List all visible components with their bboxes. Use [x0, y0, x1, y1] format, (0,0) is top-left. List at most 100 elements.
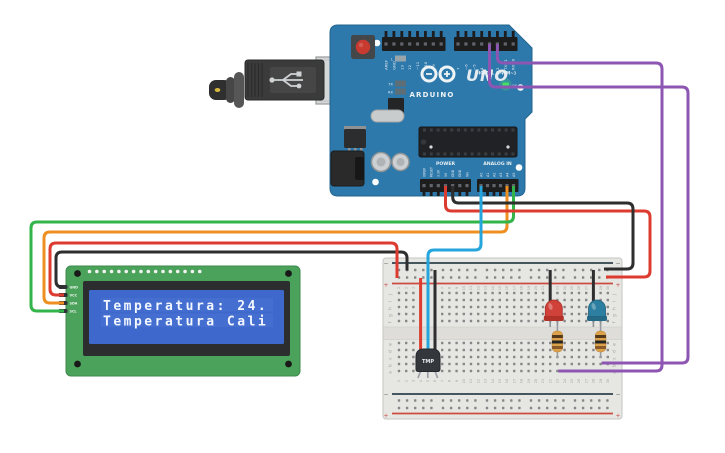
breadboard-hole[interactable]: [541, 369, 545, 373]
breadboard-hole[interactable]: [441, 341, 444, 345]
breadboard-hole[interactable]: [397, 319, 401, 323]
breadboard-hole[interactable]: [455, 305, 458, 309]
breadboard-hole[interactable]: [606, 298, 609, 302]
breadboard-hole[interactable]: [441, 369, 444, 373]
breadboard-hole[interactable]: [458, 268, 461, 272]
breadboard-hole[interactable]: [462, 348, 465, 352]
breadboard-hole[interactable]: [520, 319, 523, 323]
breadboard-hole[interactable]: [585, 348, 588, 352]
breadboard-hole[interactable]: [441, 355, 444, 359]
breadboard-hole[interactable]: [397, 348, 401, 352]
breadboard-hole[interactable]: [581, 406, 585, 410]
breadboard-hole[interactable]: [441, 305, 444, 309]
breadboard-hole[interactable]: [412, 305, 415, 309]
breadboard-hole[interactable]: [477, 362, 480, 366]
breadboard-hole[interactable]: [577, 312, 581, 316]
breadboard-hole[interactable]: [448, 298, 451, 302]
breadboard-hole[interactable]: [537, 399, 541, 402]
breadboard-hole[interactable]: [477, 355, 480, 359]
header-pin[interactable]: [472, 42, 476, 46]
breadboard-hole[interactable]: [537, 276, 541, 279]
breadboard-hole[interactable]: [455, 362, 458, 366]
breadboard-hole[interactable]: [469, 355, 473, 359]
blue-led-body[interactable]: [588, 299, 606, 317]
breadboard-hole[interactable]: [592, 362, 595, 366]
breadboard-hole[interactable]: [554, 406, 557, 410]
breadboard-hole[interactable]: [606, 305, 609, 309]
breadboard-hole[interactable]: [529, 399, 533, 402]
breadboard-hole[interactable]: [477, 298, 480, 302]
breadboard-hole[interactable]: [405, 298, 408, 302]
breadboard-hole[interactable]: [441, 268, 445, 272]
breadboard-hole[interactable]: [455, 319, 458, 323]
breadboard-hole[interactable]: [570, 362, 573, 366]
breadboard-hole[interactable]: [598, 276, 601, 279]
header-pin[interactable]: [464, 42, 468, 46]
breadboard-hole[interactable]: [430, 276, 433, 279]
header-pin[interactable]: [479, 184, 483, 188]
header-pin[interactable]: [384, 42, 388, 46]
breadboard-hole[interactable]: [477, 305, 480, 309]
breadboard-hole[interactable]: [546, 268, 549, 272]
breadboard-hole[interactable]: [590, 406, 593, 410]
breadboard-hole[interactable]: [449, 268, 453, 272]
breadboard-hole[interactable]: [441, 399, 445, 402]
breadboard-hole[interactable]: [549, 369, 552, 373]
breadboard-hole[interactable]: [462, 298, 465, 302]
red-led[interactable]: [543, 299, 564, 327]
breadboard-hole[interactable]: [485, 268, 489, 272]
breadboard-hole[interactable]: [585, 312, 588, 316]
breadboard-hole[interactable]: [520, 355, 523, 359]
usb-connector[interactable]: [244, 59, 325, 101]
breadboard-hole[interactable]: [520, 298, 523, 302]
breadboard-hole[interactable]: [590, 399, 593, 402]
breadboard-hole[interactable]: [527, 291, 530, 295]
breadboard-hole[interactable]: [513, 291, 516, 295]
breadboard-hole[interactable]: [458, 399, 461, 402]
breadboard-hole[interactable]: [513, 362, 516, 366]
breadboard-hole[interactable]: [455, 348, 458, 352]
header-pin[interactable]: [436, 184, 440, 188]
breadboard-hole[interactable]: [484, 312, 487, 316]
header-pin[interactable]: [408, 42, 412, 46]
breadboard-hole[interactable]: [491, 362, 494, 366]
breadboard-hole[interactable]: [449, 399, 453, 402]
lcd-pin-hole[interactable]: [183, 269, 187, 274]
breadboard-hole[interactable]: [577, 319, 581, 323]
breadboard-hole[interactable]: [441, 291, 444, 295]
breadboard-hole[interactable]: [458, 276, 461, 279]
breadboard-hole[interactable]: [469, 305, 473, 309]
breadboard-hole[interactable]: [466, 406, 469, 410]
breadboard-hole[interactable]: [534, 312, 537, 316]
breadboard-hole[interactable]: [599, 291, 602, 295]
breadboard-hole[interactable]: [527, 362, 530, 366]
breadboard-hole[interactable]: [477, 291, 480, 295]
breadboard-hole[interactable]: [397, 369, 401, 373]
breadboard-hole[interactable]: [505, 298, 509, 302]
breadboard-hole[interactable]: [520, 312, 523, 316]
breadboard-hole[interactable]: [484, 348, 487, 352]
breadboard-hole[interactable]: [493, 399, 497, 402]
breadboard-hole[interactable]: [441, 362, 444, 366]
breadboard-hole[interactable]: [448, 312, 451, 316]
breadboard-hole[interactable]: [405, 341, 408, 345]
breadboard-hole[interactable]: [466, 276, 469, 279]
breadboard-hole[interactable]: [505, 291, 509, 295]
breadboard-hole[interactable]: [563, 355, 566, 359]
breadboard-hole[interactable]: [441, 276, 445, 279]
breadboard-hole[interactable]: [448, 348, 451, 352]
breadboard-hole[interactable]: [527, 341, 530, 345]
lcd-pin-hole[interactable]: [87, 269, 92, 274]
breadboard-hole[interactable]: [474, 399, 477, 402]
lcd-display[interactable]: Temperatura: 24. Temperatura Cali GNDVCC…: [58, 265, 301, 377]
breadboard-hole[interactable]: [455, 312, 458, 316]
breadboard-hole[interactable]: [541, 312, 545, 316]
breadboard-hole[interactable]: [541, 355, 545, 359]
breadboard-hole[interactable]: [474, 268, 477, 272]
breadboard-hole[interactable]: [505, 355, 509, 359]
breadboard-hole[interactable]: [405, 305, 408, 309]
breadboard-hole[interactable]: [505, 362, 509, 366]
breadboard-hole[interactable]: [606, 319, 609, 323]
breadboard-hole[interactable]: [491, 348, 494, 352]
breadboard-hole[interactable]: [462, 312, 465, 316]
